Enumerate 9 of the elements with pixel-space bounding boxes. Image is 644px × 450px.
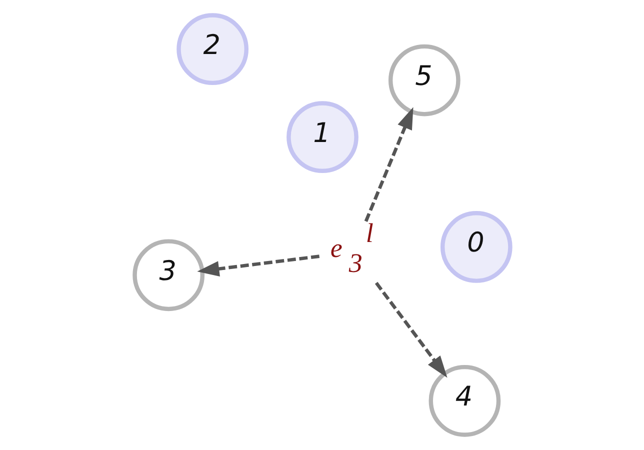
node-circle: 5 (388, 44, 460, 116)
arrow (196, 254, 320, 276)
node-circle: 2 (176, 13, 248, 86)
node-circle: 3 (132, 239, 204, 312)
node-circle: 0 (440, 211, 512, 283)
arrow (364, 107, 413, 222)
node-circle: 4 (428, 364, 500, 437)
arrow (374, 282, 447, 378)
node-circle: 1 (286, 101, 358, 173)
